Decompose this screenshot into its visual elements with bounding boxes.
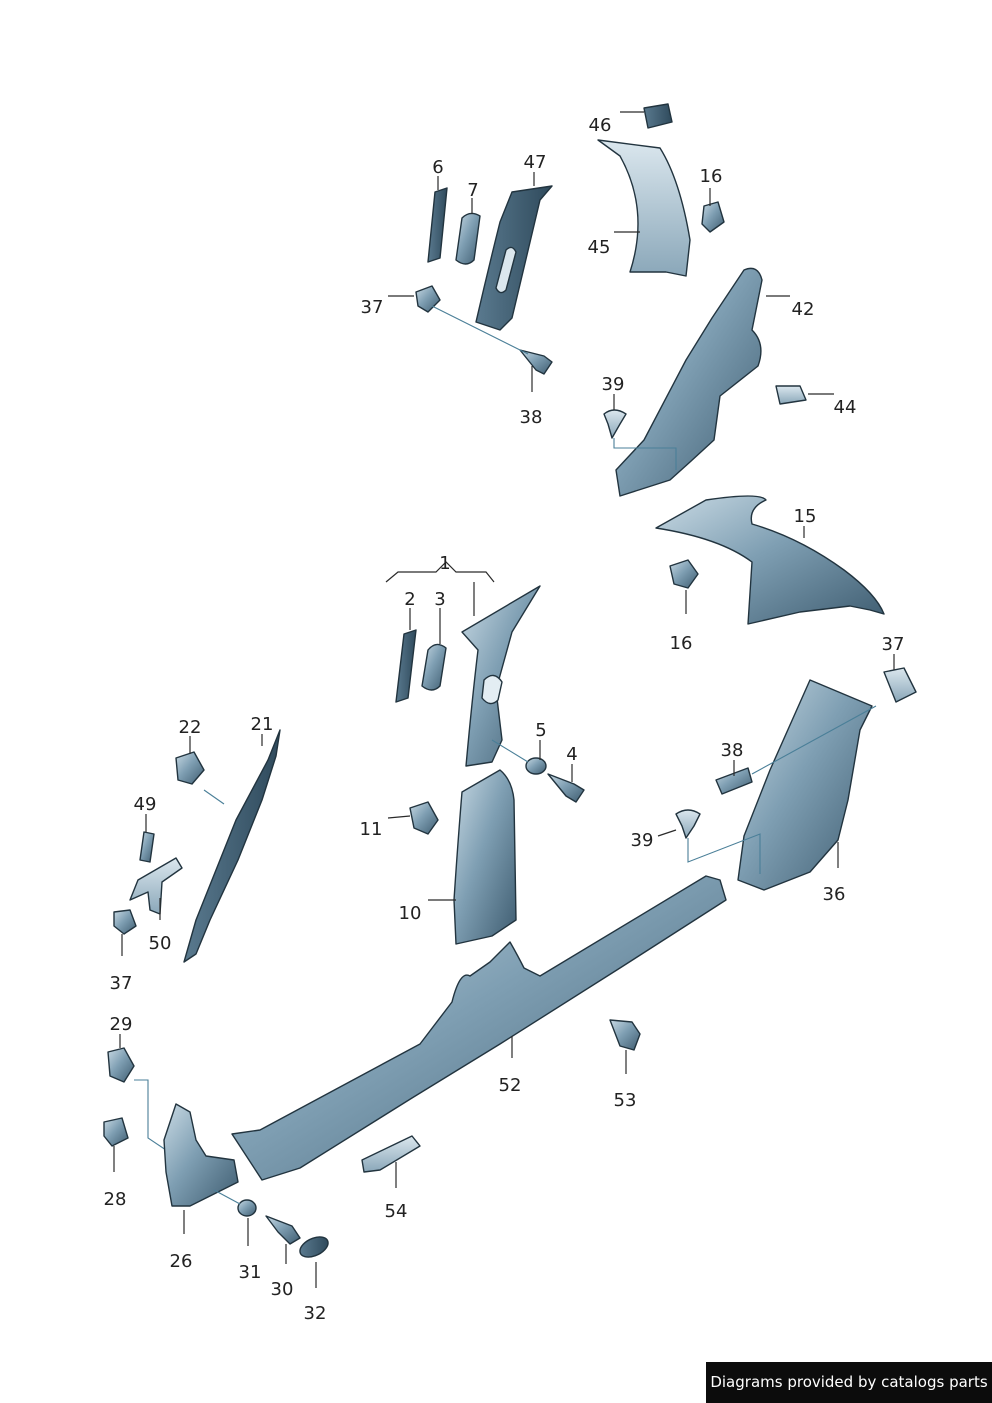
- part-3-seal: [421, 643, 447, 691]
- part-15-panel: [655, 495, 885, 625]
- part-37-clip-left: [113, 909, 137, 935]
- part-53-clip: [609, 1019, 641, 1051]
- part-39-clip-right: [675, 809, 701, 839]
- dash-38-37: [751, 705, 877, 775]
- part-1-pillar-trim: [461, 585, 541, 767]
- part-16-clip-mid: [669, 559, 699, 589]
- part-4-screw: [547, 773, 585, 803]
- dash-22-21: [203, 789, 225, 805]
- label-53: 53: [614, 1090, 637, 1111]
- part-49-screw: [139, 831, 155, 863]
- part-1-slot: [481, 674, 503, 705]
- label-28: 28: [104, 1189, 127, 1210]
- part-2-strip: [395, 629, 417, 703]
- part-54-bracket: [361, 1135, 421, 1173]
- part-37-clip-right: [883, 667, 917, 703]
- dash-39-42: [613, 438, 677, 470]
- part-29-clip: [107, 1047, 135, 1083]
- label-11: 11: [360, 819, 383, 840]
- label-30: 30: [271, 1279, 294, 1300]
- part-50-bracket: [129, 857, 183, 915]
- part-5-washer: [525, 757, 547, 775]
- label-52: 52: [499, 1075, 522, 1096]
- part-10-trim: [453, 769, 517, 945]
- part-52-sill-trim: [231, 875, 727, 1181]
- part-46-clip: [643, 103, 673, 129]
- label-31: 31: [239, 1262, 262, 1283]
- label-7: 7: [467, 180, 478, 201]
- label-4: 4: [566, 744, 577, 765]
- part-16-clip-top: [701, 201, 725, 233]
- label-38a: 38: [520, 407, 543, 428]
- part-7-seal: [455, 212, 481, 265]
- label-2: 2: [404, 589, 415, 610]
- label-47: 47: [524, 152, 547, 173]
- label-22: 22: [179, 717, 202, 738]
- part-39-clip-top: [603, 409, 627, 439]
- part-22-clip: [175, 751, 205, 785]
- label-16b: 16: [670, 633, 693, 654]
- credit-banner: Diagrams provided by catalogs parts: [706, 1362, 992, 1403]
- label-3: 3: [434, 589, 445, 610]
- part-38-screw-top: [519, 349, 553, 375]
- label-29: 29: [110, 1014, 133, 1035]
- part-38-screw-right: [715, 767, 753, 795]
- leader-11: [387, 815, 411, 819]
- part-labels: 1 2 3 4 5 6 7 10 11 15 16 16 21 22 26 28…: [104, 115, 905, 1324]
- label-44: 44: [834, 397, 857, 418]
- dash-37-38: [431, 305, 529, 355]
- part-47-slot: [495, 246, 517, 294]
- dash-29-26: [134, 1079, 167, 1151]
- part-32-cap: [299, 1236, 329, 1258]
- part-6-strip: [427, 187, 448, 263]
- dash-39-36: [687, 833, 761, 874]
- label-21: 21: [251, 714, 274, 735]
- part-42-trim: [615, 267, 763, 497]
- dash-1-5: [491, 739, 529, 763]
- label-39b: 39: [631, 830, 654, 851]
- label-15: 15: [794, 506, 817, 527]
- part-31-washer: [237, 1199, 257, 1217]
- part-26-trim: [163, 1103, 239, 1207]
- part-11-clip: [409, 801, 439, 835]
- label-1: 1: [439, 553, 450, 574]
- part-37-clip-top: [415, 285, 441, 313]
- part-44-clip: [775, 385, 807, 405]
- label-42: 42: [792, 299, 815, 320]
- part-36-trim: [737, 679, 873, 891]
- part-45-trim: [597, 139, 691, 277]
- label-50: 50: [149, 933, 172, 954]
- label-37a: 37: [361, 297, 384, 318]
- label-54: 54: [385, 1201, 408, 1222]
- part-21-trim: [183, 729, 281, 963]
- leader-1: [385, 561, 495, 616]
- label-26: 26: [170, 1251, 193, 1272]
- label-10: 10: [399, 903, 422, 924]
- label-16a: 16: [700, 166, 723, 187]
- part-30-screw: [265, 1215, 301, 1245]
- label-36: 36: [823, 884, 846, 905]
- label-37b: 37: [110, 973, 133, 994]
- label-5: 5: [535, 720, 546, 741]
- leader-lines: [113, 111, 895, 1288]
- label-49: 49: [134, 794, 157, 815]
- label-39a: 39: [602, 374, 625, 395]
- label-32: 32: [304, 1303, 327, 1324]
- label-38b: 38: [721, 740, 744, 761]
- label-37c: 37: [882, 634, 905, 655]
- label-6: 6: [432, 157, 443, 178]
- leader-39b: [657, 829, 677, 837]
- label-45: 45: [588, 237, 611, 258]
- dash-26-31: [213, 1189, 241, 1205]
- label-46: 46: [589, 115, 612, 136]
- part-28-clip: [103, 1117, 129, 1147]
